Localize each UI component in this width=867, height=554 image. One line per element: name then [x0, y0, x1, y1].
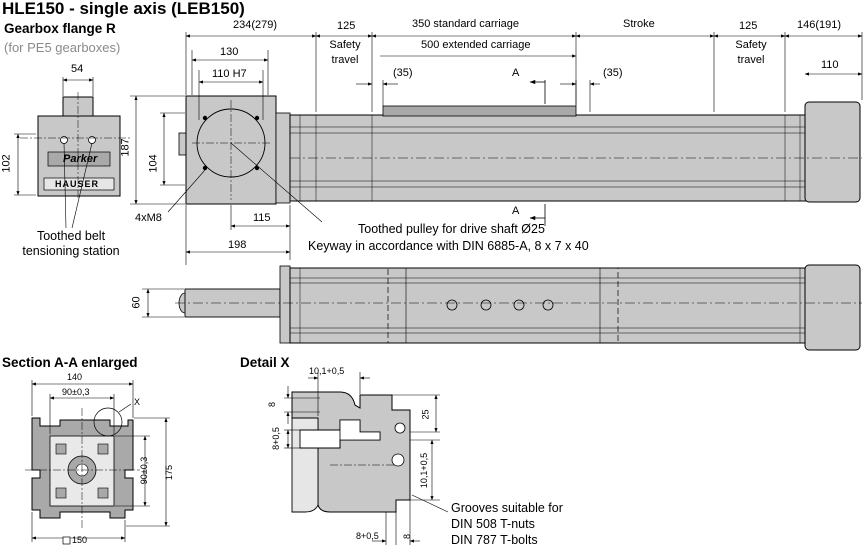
- dim-60: 60: [130, 296, 143, 309]
- dim-35-left: (35): [393, 67, 413, 79]
- dim-10-1-top: 10,1+0,5: [309, 366, 345, 376]
- dim-198: 198: [228, 239, 247, 251]
- dim-110: 110: [821, 59, 839, 71]
- pulley-note: Toothed pulley for drive shaft Ø25: [358, 222, 545, 236]
- dim-35-right: (35): [603, 67, 623, 79]
- holes-4xm8: 4xM8: [135, 212, 162, 224]
- dim-square-150: 150: [72, 535, 88, 545]
- dim-25: 25: [420, 409, 431, 420]
- dim-90-horizontal: 90±0,3: [62, 387, 90, 397]
- dim-8-left: 8: [267, 401, 278, 408]
- grooves-line-1: Grooves suitable for: [451, 501, 563, 515]
- dim-90-vertical: 90±0,3: [139, 456, 150, 485]
- safety-travel-left: Safety travel: [329, 39, 361, 66]
- detail-x-heading: Detail X: [240, 355, 290, 370]
- gearbox-note: (for PE5 gearboxes): [4, 40, 121, 55]
- drawing-title: HLE150 - single axis (LEB150): [2, 0, 245, 18]
- safety-travel-right: Safety travel: [735, 39, 767, 66]
- dim-102: 102: [0, 154, 13, 173]
- dim-187: 187: [119, 138, 132, 157]
- carriage-extended: 500 extended carriage: [421, 39, 531, 51]
- dim-146: 146(191): [797, 19, 842, 31]
- dim-104: 104: [147, 154, 160, 173]
- dim-115: 115: [253, 212, 271, 224]
- brand-hauser: HAUSER: [55, 179, 100, 189]
- brand-parker: Parker: [63, 153, 98, 165]
- section-aa-heading: Section A-A enlarged: [2, 355, 138, 370]
- stroke-label: Stroke: [623, 18, 655, 30]
- dim-10-1-right: 10,1+0,5: [419, 452, 430, 489]
- dim-130: 130: [220, 46, 239, 58]
- section-mark-bottom: A: [512, 205, 520, 217]
- section-mark-top: A: [512, 67, 520, 79]
- gearbox-heading: Gearbox flange R: [4, 21, 116, 36]
- gearbox-end-view: [14, 77, 130, 229]
- grooves-line-2: DIN 508 T-nuts: [451, 517, 535, 531]
- top-view: [130, 32, 863, 265]
- keyway-note: Keyway in accordance with DIN 6885-A, 8 …: [308, 239, 589, 253]
- dim-8-05-bottom: 8+0,5: [356, 531, 379, 541]
- dim-125-right: 125: [739, 20, 758, 32]
- detail-x-marker: X: [134, 397, 141, 407]
- section-aa: [25, 380, 170, 545]
- dim-8-bottom: 8: [402, 533, 413, 540]
- dim-54: 54: [71, 63, 84, 75]
- toothed-belt-callout: Toothed belt tensioning station: [22, 229, 120, 258]
- dim-140: 140: [67, 372, 83, 382]
- carriage-standard: 350 standard carriage: [412, 18, 520, 30]
- detail-x: [284, 372, 449, 545]
- dim-234: 234(279): [233, 19, 278, 31]
- dim-8-05-left: 8+0,5: [270, 427, 281, 450]
- dim-175: 175: [164, 464, 175, 481]
- grooves-line-3: DIN 787 T-bolts: [451, 533, 538, 547]
- bottom-view: [142, 264, 862, 351]
- dim-125-left: 125: [337, 20, 356, 32]
- dim-110-h7: 110 H7: [212, 68, 247, 80]
